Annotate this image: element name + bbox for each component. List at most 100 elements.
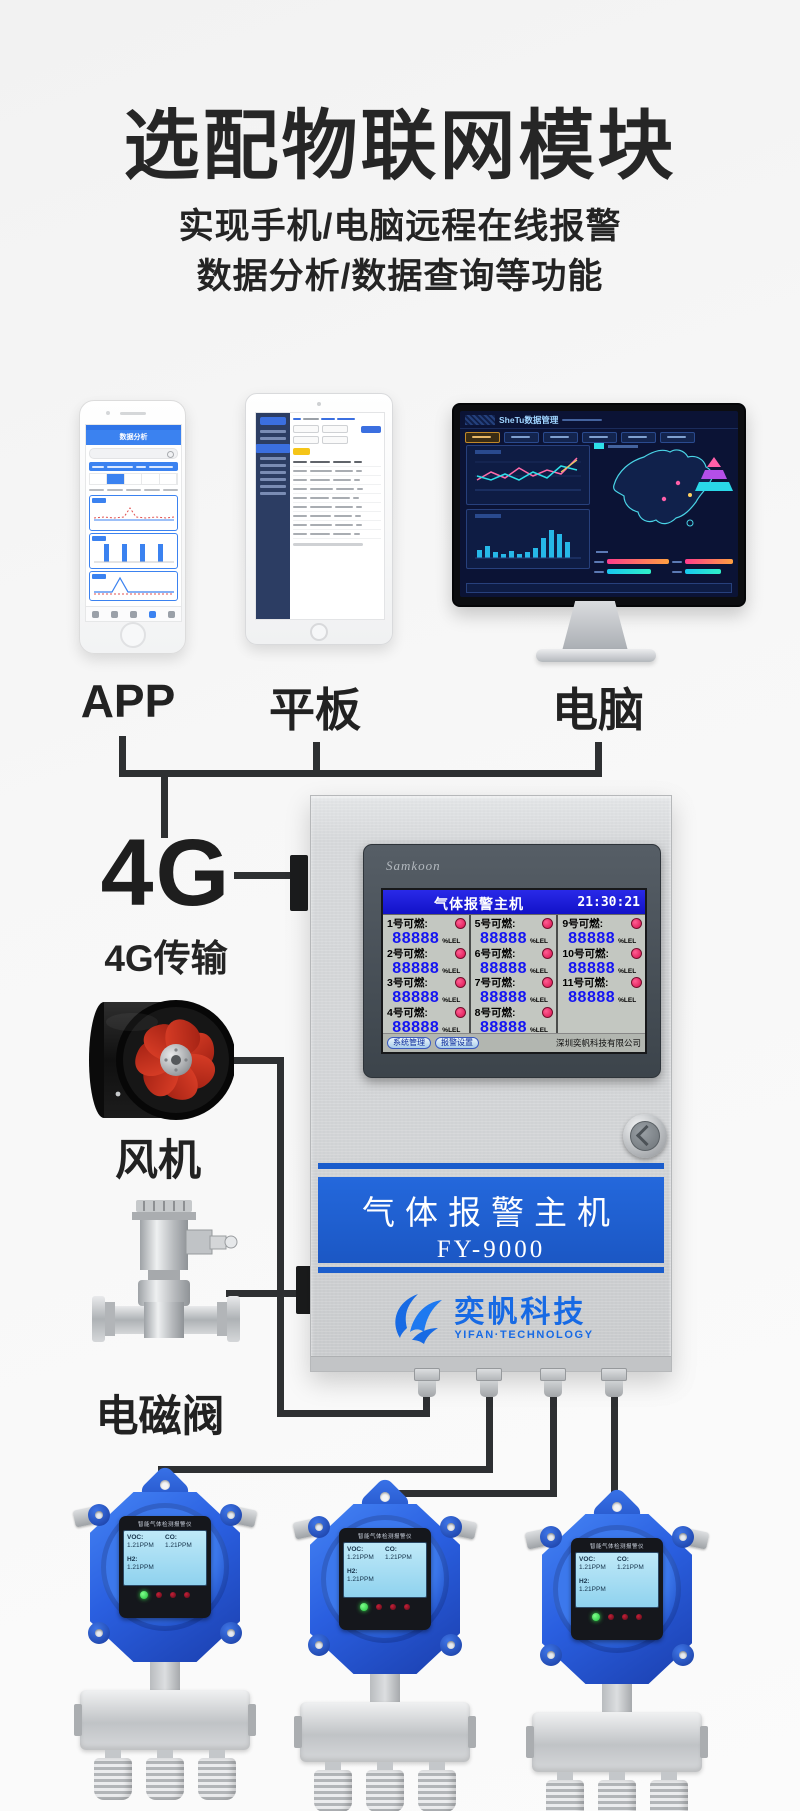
hmi-footer-bar: 系统管理 报警设置 深圳奕帆科技有限公司 [383,1033,645,1052]
alarm-indicator [631,947,642,959]
sensor-head [94,1750,132,1800]
channel-cell: 6号可燃: 88888%LEL [471,945,557,977]
channel-cell: 11号可燃: 88888%LEL [558,974,645,1006]
alarm-led [156,1592,162,1598]
phone-search-input [89,448,178,459]
dashboard-nav-item [660,432,695,443]
phone-tabs [89,473,178,485]
panel-band-title: 气体报警主机 [362,1196,620,1232]
dashboard-nav-item [465,432,500,443]
phone-values-row [89,486,179,493]
filter-select [293,425,319,433]
tablet-logo [260,417,286,425]
detector-leds [575,1613,659,1621]
exhaust-fan [84,996,236,1128]
wire-valve [226,1290,300,1297]
dashboard-progress-bar [594,559,669,564]
table-row [293,494,381,503]
channel-cell: 1号可燃: 88888%LEL [383,915,469,947]
brand-name-cn: 奕帆科技 [454,1296,587,1330]
detector-leds [343,1603,427,1611]
alarm-indicator [631,918,642,929]
panel-side-conduit [296,1266,312,1314]
dashboard-nav-item [504,432,539,443]
wire-gland3-drop [550,1396,557,1494]
dashboard-footer-strip [466,583,732,593]
tablet-screen [255,412,385,620]
alarm-indicator [454,918,466,929]
detector-leds [123,1591,207,1599]
home-icon [92,610,99,618]
alarm-led [376,1604,382,1610]
panel-blue-stripe-bottom [318,1267,664,1273]
tablet-content [290,413,384,619]
sensor-head [146,1750,184,1800]
label-tablet: 平板 [269,684,361,736]
sensor-manifold [74,1690,256,1750]
label-app: APP [80,675,176,727]
dashboard-line-chart [466,445,590,505]
wire-bus-to-4g [161,776,168,838]
channel-cell: 4号可燃: 88888%LEL [383,1004,469,1036]
dashboard-nav-item [621,432,656,443]
table-row [293,503,381,512]
hmi-alarm-settings-button: 报警设置 [435,1036,479,1050]
channel-cell: 9号可燃: 88888%LEL [558,915,645,947]
sensor-manifold [526,1712,708,1772]
tablet-search-button [361,425,381,433]
alarm-indicator [542,947,554,959]
alarm-control-panel: Samkoon 气体报警主机 21:30:21 1号可燃: 88888%LEL … [310,795,672,1372]
dashboard-progress-bar [672,569,721,574]
channel-cell: 3号可燃: 88888%LEL [383,974,469,1006]
tablet-scrollbar [293,543,364,546]
wire-4g-to-panel [234,872,292,879]
channel-cell: 10号可燃: 88888%LEL [558,945,645,977]
table-row [293,485,381,494]
phone-home-button [119,622,146,648]
monitor-screen: SheTu数据管理 [460,411,738,597]
wire-gland1-stub [423,1394,430,1414]
trend-icon [149,610,156,618]
label-valve: 电磁阀 [95,1393,225,1441]
alarm-indicator [454,977,466,988]
hmi-screen-title: 气体报警主机 [434,896,524,912]
sensor-head [314,1762,352,1811]
sensor-manifold [294,1702,476,1762]
power-led [140,1591,148,1599]
tablet-home-button [310,623,328,641]
detector-screen-title: 智能气体检测报警仪 [357,1534,412,1540]
hmi-channel-grid: 1号可燃: 88888%LEL 2号可燃: 88888%LEL 3号可燃: 88… [383,914,645,1036]
alarm-indicator [542,977,554,988]
stats-icon [111,610,118,618]
sensor-head [546,1772,584,1811]
wire-bus [119,770,602,777]
breadcrumb [293,416,381,422]
dashboard-progress-bar [672,559,733,564]
alarm-led [170,1592,176,1598]
hmi-touchscreen: Samkoon 气体报警主机 21:30:21 1号可燃: 88888%LEL … [363,844,661,1078]
search-icon [167,450,174,458]
panel-antenna-stub [290,855,308,911]
wire-trunk [277,1057,284,1417]
cable-gland [476,1368,502,1398]
tablet-camera [317,402,321,406]
alarm-led [636,1614,642,1620]
wire-tablet-drop [313,742,320,776]
label-4g-caption: 4G传输 [104,938,228,979]
dashboard-nav-item [543,432,578,443]
cable-gland [414,1368,440,1398]
dashboard-url-placeholder [562,418,603,421]
power-led [592,1613,600,1621]
lock-arrow-icon [635,1124,658,1147]
tablet [245,393,393,645]
sensor-head [198,1750,236,1800]
alarm-indicator [631,977,642,988]
alarm-led [608,1614,614,1620]
alarm-indicator [454,947,466,959]
panel-name-band: 气体报警主机 FY-9000 [318,1177,664,1263]
